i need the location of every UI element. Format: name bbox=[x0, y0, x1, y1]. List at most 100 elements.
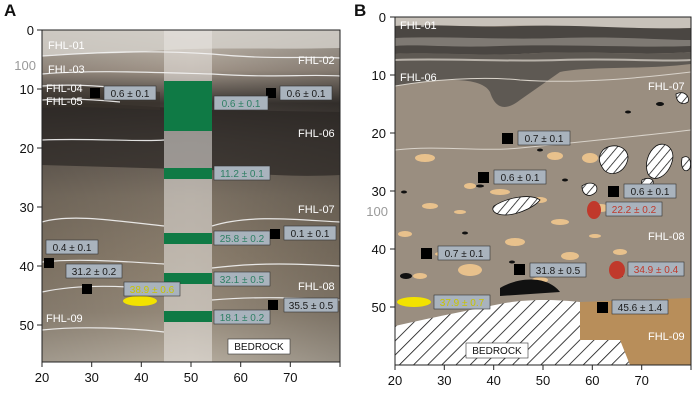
svg-text:20: 20 bbox=[20, 141, 34, 156]
sample-age: 0.6 ± 0.1 bbox=[501, 173, 540, 184]
unit-label: FHL-07 bbox=[298, 204, 335, 216]
panel-a: A bbox=[4, 1, 341, 385]
sample-marker bbox=[266, 88, 276, 98]
bedrock-label-a: BEDROCK bbox=[234, 342, 284, 353]
unit-label: FHL-08 bbox=[298, 281, 335, 293]
svg-text:70: 70 bbox=[634, 373, 648, 388]
sample-age: 32.1 ± 0.5 bbox=[220, 275, 265, 286]
panel-a-y-ticks: 0 10 20 30 40 50 bbox=[20, 23, 34, 333]
sample-marker bbox=[268, 300, 278, 310]
sample-marker bbox=[608, 186, 619, 197]
green-band-4 bbox=[164, 273, 212, 284]
sample-age: 0.1 ± 0.1 bbox=[291, 229, 330, 240]
sample-age: 25.8 ± 0.2 bbox=[220, 234, 265, 245]
svg-text:10: 10 bbox=[372, 68, 386, 83]
sample-age: 45.6 ± 1.4 bbox=[618, 303, 663, 314]
hatched-clasts-b bbox=[492, 92, 691, 216]
svg-text:40: 40 bbox=[20, 259, 34, 274]
sample-marker bbox=[478, 172, 489, 183]
svg-text:20: 20 bbox=[388, 373, 402, 388]
panel-b: B bbox=[354, 1, 692, 388]
sample-marker bbox=[597, 302, 608, 313]
sample-marker bbox=[44, 258, 54, 268]
panel-b-ticks bbox=[390, 16, 692, 370]
panel-b-letter: B bbox=[354, 1, 366, 20]
unit-label: FHL-08 bbox=[648, 231, 685, 243]
green-band-3 bbox=[164, 233, 212, 244]
unit-label: FHL-09 bbox=[46, 313, 83, 325]
sample-age: 0.6 ± 0.1 bbox=[631, 187, 670, 198]
panel-a-letter: A bbox=[4, 1, 16, 20]
sample-marker-yellow bbox=[123, 296, 157, 306]
sample-age: 22.2 ± 0.2 bbox=[612, 205, 657, 216]
green-band-1 bbox=[164, 81, 212, 131]
svg-text:0: 0 bbox=[27, 23, 34, 38]
sample-marker bbox=[270, 229, 280, 239]
green-bands-a bbox=[164, 81, 212, 322]
svg-text:0: 0 bbox=[379, 10, 386, 25]
sample-marker bbox=[502, 133, 513, 144]
svg-text:20: 20 bbox=[35, 370, 49, 385]
sample-age: 35.5 ± 0.5 bbox=[289, 301, 334, 312]
svg-text:30: 30 bbox=[372, 184, 386, 199]
sample-age: 34.9 ± 0.4 bbox=[634, 265, 679, 276]
sample-age: 31.2 ± 0.2 bbox=[72, 267, 117, 278]
svg-text:40: 40 bbox=[372, 242, 386, 257]
unit-labels-a: FHL-01 FHL-02 FHL-03 FHL-04 FHL-05 FHL-0… bbox=[46, 40, 335, 325]
panel-b-y-ticks: 0 10 20 30 40 50 bbox=[372, 10, 386, 315]
svg-text:40: 40 bbox=[134, 370, 148, 385]
unit-label: FHL-07 bbox=[648, 81, 685, 93]
sample-age: 0.6 ± 0.1 bbox=[222, 99, 261, 110]
svg-text:50: 50 bbox=[184, 370, 198, 385]
svg-text:60: 60 bbox=[233, 370, 247, 385]
unit-label: FHL-03 bbox=[48, 64, 85, 76]
unit-label: FHL-06 bbox=[298, 128, 335, 140]
sample-age: 0.7 ± 0.1 bbox=[525, 134, 564, 145]
panel-b-x-ticks: 20 30 40 50 60 70 bbox=[388, 373, 649, 388]
fhl06-layer-b bbox=[395, 52, 691, 107]
unit-label: FHL-02 bbox=[298, 55, 335, 67]
scale-100-b: 100 bbox=[366, 204, 388, 219]
unit-labels-b: FHL-01 FHL-06 FHL-07 FHL-08 FHL-09 bbox=[400, 20, 685, 343]
unit-label: FHL-01 bbox=[400, 20, 437, 32]
green-band-5 bbox=[164, 311, 212, 322]
sample-marker bbox=[514, 264, 525, 275]
sample-marker bbox=[82, 284, 92, 294]
sample-age: 31.8 ± 0.5 bbox=[536, 266, 581, 277]
unit-label: FHL-04 bbox=[46, 83, 83, 95]
sample-age: 0.6 ± 0.1 bbox=[111, 89, 150, 100]
unit-label: FHL-06 bbox=[400, 72, 437, 84]
sample-marker-yellow bbox=[397, 297, 431, 307]
samples-b: 0.7 ± 0.1 0.6 ± 0.1 0.6 ± 0.1 22.2 ± 0.2… bbox=[397, 130, 685, 315]
panel-a-x-ticks: 20 30 40 50 60 70 bbox=[35, 370, 298, 385]
svg-text:20: 20 bbox=[372, 126, 386, 141]
unit-label: FHL-05 bbox=[46, 96, 83, 108]
svg-text:30: 30 bbox=[20, 200, 34, 215]
sample-age: 38.9 ± 0.6 bbox=[130, 285, 175, 296]
samples-a: 0.6 ± 0.1 0.6 ± 0.1 0.6 ± 0.1 11.2 ± 0.1… bbox=[44, 85, 339, 325]
unit-label: FHL-01 bbox=[48, 40, 85, 52]
svg-text:40: 40 bbox=[486, 373, 500, 388]
svg-text:70: 70 bbox=[283, 370, 297, 385]
bedrock-b bbox=[395, 300, 580, 365]
sample-marker bbox=[421, 248, 432, 259]
sample-age: 0.6 ± 0.1 bbox=[287, 89, 326, 100]
sample-marker bbox=[90, 88, 100, 98]
svg-text:50: 50 bbox=[536, 373, 550, 388]
sample-marker-red bbox=[609, 261, 625, 279]
green-band-2 bbox=[164, 168, 212, 179]
bedrock-label-b: BEDROCK bbox=[472, 346, 522, 357]
svg-text:60: 60 bbox=[585, 373, 599, 388]
sample-age: 0.4 ± 0.1 bbox=[53, 243, 92, 254]
scale-100-a: 100 bbox=[14, 58, 36, 73]
sample-marker-red bbox=[587, 201, 601, 219]
svg-text:50: 50 bbox=[372, 300, 386, 315]
sample-age: 11.2 ± 0.1 bbox=[220, 169, 264, 180]
svg-text:30: 30 bbox=[84, 370, 98, 385]
svg-text:30: 30 bbox=[437, 373, 451, 388]
sample-age: 37.9 ± 0.7 bbox=[440, 298, 485, 309]
svg-text:50: 50 bbox=[20, 318, 34, 333]
panel-a-ticks bbox=[37, 29, 341, 367]
unit-label: FHL-09 bbox=[648, 331, 685, 343]
